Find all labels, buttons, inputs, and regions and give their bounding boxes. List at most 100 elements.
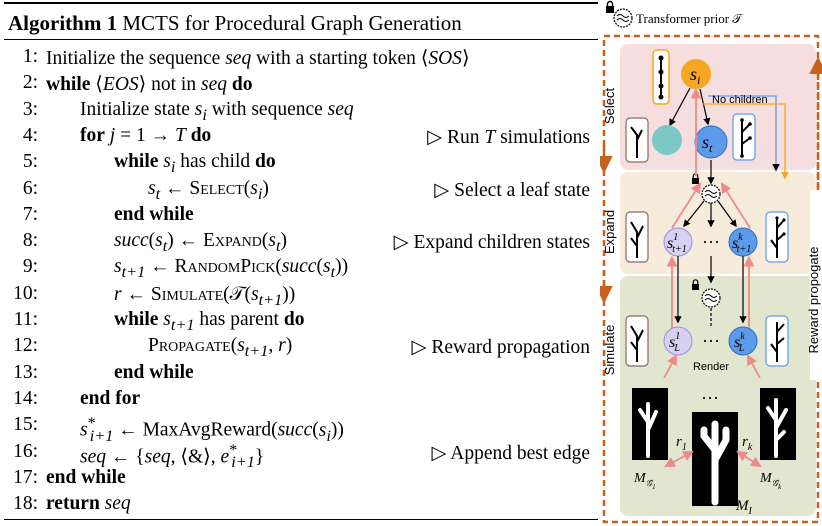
algorithm-line: 7: end while	[4, 204, 598, 230]
title-rule	[4, 39, 598, 40]
algorithm-title-text: MCTS for Procedural Graph Generation	[122, 11, 462, 35]
line-number: 7:	[22, 203, 38, 225]
node-st	[694, 125, 728, 159]
graph-thumbnail-right-select	[732, 113, 756, 161]
line-comment: ▷ Append best edge	[431, 442, 590, 464]
node-sl-1	[663, 326, 693, 356]
node-si-label: si	[690, 64, 700, 87]
line-code: Propagate(st+1, r)	[148, 335, 293, 361]
line-comment: ▷ Expand children states	[393, 232, 590, 254]
node-st-label: st	[702, 132, 713, 155]
reward-arrow-mask-left	[663, 354, 678, 379]
mask-target-label: MI	[735, 498, 753, 517]
algorithm-line: 18: return seq	[4, 493, 598, 519]
mcts-figure: Transformer prior 𝒯 Select Expand Simula…	[600, 0, 822, 524]
graph-thumbnail-sim-right	[765, 315, 789, 367]
line-code: st ← Select(si)	[148, 177, 269, 203]
graph-thumbnail-top	[652, 49, 670, 105]
line-number: 13:	[13, 361, 38, 383]
mask-target	[692, 412, 738, 506]
line-number: 5:	[22, 151, 38, 173]
line-number: 8:	[22, 230, 38, 252]
line-code: seq ← {seq, ⟨&⟩, e*i+1}	[80, 440, 265, 471]
reward-arrow-mask-right	[746, 354, 761, 379]
line-comment: ▷ Reward propagation	[411, 337, 590, 359]
algorithm-line: 6:st ← Select(si)▷ Select a leaf state	[4, 178, 598, 204]
line-code: r ← Simulate(𝒯(st+1))	[114, 283, 296, 309]
line-code: succ(st) ← Expand(st)	[114, 230, 287, 255]
no-children-blue-line	[708, 95, 780, 172]
edge-expand-right	[717, 200, 737, 228]
algorithm-line: 12: Propagate(st+1, r) ▷ Reward propagatio…	[4, 335, 598, 361]
prior-label: Transformer prior 𝒯	[636, 11, 744, 26]
line-number: 14:	[13, 387, 38, 409]
reward-r1-label: r1	[676, 434, 687, 453]
line-code: Initialize state si with sequence seq	[80, 98, 354, 124]
algorithm-line: 11: while st+1 has parent do	[4, 309, 598, 335]
line-number: 17:	[13, 466, 38, 488]
line-comment: ▷ Select a leaf state	[434, 179, 590, 201]
graph-thumbnail-sim-left	[625, 315, 649, 367]
expand-label: Expand	[602, 210, 617, 254]
line-code: end while	[114, 203, 194, 225]
algorithm-line: 10: r ← Simulate(𝒯(st+1))	[4, 283, 598, 309]
algorithm-line: 8: succ(st) ← Expand(st) ▷ Expand children…	[4, 230, 598, 256]
algorithm-line: 17:end while	[4, 467, 598, 493]
line-code: Initialize the sequence seq with a start…	[46, 48, 470, 69]
line-number: 10:	[13, 282, 38, 304]
compare-arrow-right	[736, 450, 762, 468]
mask-left	[632, 388, 668, 460]
no-children-label: No children	[712, 94, 768, 106]
line-comment: ▷ Run T simulations	[427, 126, 590, 148]
render-label: Render	[693, 361, 729, 373]
algorithm-line: 4: for j = 1 → T do ▷ Run T simulations	[4, 125, 598, 151]
lock-icon	[606, 0, 614, 13]
ellipsis-masks: ···	[701, 388, 719, 408]
line-number: 1:	[22, 46, 38, 67]
reward-rk-label: rk	[742, 434, 753, 453]
algorithm-line: 2:while ⟨EOS⟩ not in seq do	[4, 72, 598, 98]
no-children-orange-line	[702, 103, 789, 180]
reward-arrow-right-2	[720, 182, 751, 229]
algorithm-line: 1: Initialize the sequence seq with a sta…	[4, 46, 598, 72]
bottom-rule	[4, 519, 598, 520]
line-code: for j = 1 → T do	[80, 124, 212, 146]
algorithm-line: 13:end while	[4, 362, 598, 388]
edge-si-teal	[669, 87, 691, 127]
line-number: 4:	[22, 124, 38, 146]
line-code: while st+1 has parent do	[114, 309, 305, 334]
algorithm-line: 14:end for	[4, 388, 598, 414]
ellipsis-expand: ···	[702, 232, 720, 252]
algorithm-line: 9:st+1 ← RandomPick(succ(st))	[4, 256, 598, 282]
transformer-icon-simulate	[692, 279, 721, 308]
algorithm-line: 3: Initialize state si with sequence seq	[4, 99, 598, 125]
line-code: st+1 ← RandomPick(succ(st))	[114, 256, 349, 282]
reward-arrow-left-2	[671, 182, 702, 229]
edge-expand-left	[683, 200, 705, 228]
line-number: 12:	[13, 335, 38, 357]
line-code: s*i+1 ← MaxAvgReward(succ(si))	[80, 414, 344, 445]
select-label: Select	[602, 88, 617, 125]
ellipsis-simulate: ···	[702, 331, 720, 351]
node-sl-k	[728, 326, 758, 356]
line-number: 11:	[13, 309, 38, 330]
reward-label: Reward propogate	[806, 247, 821, 354]
graph-thumbnail-left	[625, 117, 649, 163]
line-code: return seq	[46, 493, 131, 515]
graph-thumbnail-expand-left	[625, 211, 649, 263]
reward-label-bg	[810, 190, 822, 380]
line-code: while si has child do	[114, 151, 276, 177]
line-number: 15:	[13, 414, 38, 436]
simulate-label: Simulate	[602, 325, 617, 376]
algorithm-label: Algorithm 1	[8, 11, 118, 35]
line-number: 18:	[13, 493, 38, 515]
graph-thumbnail-expand-right	[765, 211, 789, 263]
node-teal	[652, 125, 682, 155]
node-si	[681, 59, 711, 89]
algorithm-title: Algorithm 1 MCTS for Procedural Graph Ge…	[8, 11, 462, 36]
line-number: 3:	[22, 98, 38, 120]
algorithm-line: 15: s*i+1 ← MaxAvgReward(succ(si))	[4, 414, 598, 444]
line-number: 2:	[22, 72, 38, 94]
